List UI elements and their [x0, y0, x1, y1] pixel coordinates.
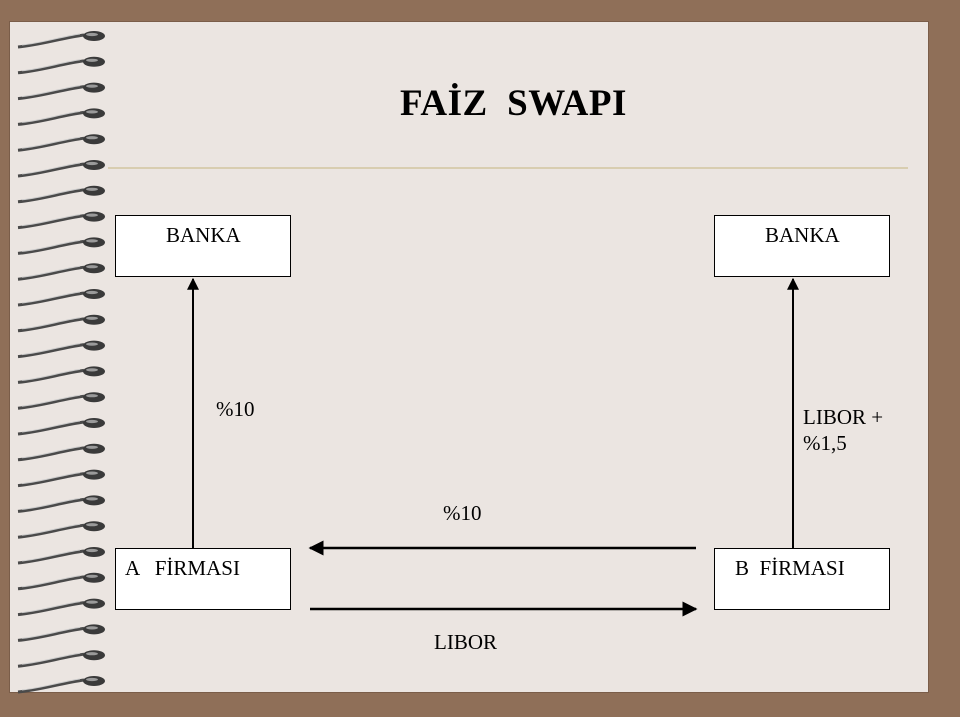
bank-right-label: BANKA — [765, 223, 840, 247]
spiral-ring — [17, 237, 105, 255]
spiral-ring — [17, 185, 105, 204]
spiral-ring — [17, 624, 105, 642]
spiral-ring — [17, 314, 105, 333]
spiral-ring — [17, 572, 105, 591]
spiral-ring — [17, 521, 105, 539]
title-divider — [108, 167, 908, 169]
bank-left-label: BANKA — [166, 223, 241, 247]
spiral-ring — [17, 366, 105, 384]
spiral-ring — [17, 31, 105, 49]
firm-b-label: B FİRMASI — [735, 556, 845, 580]
spiral-ring — [17, 82, 105, 101]
spiral-ring — [17, 263, 105, 281]
spiral-ring — [17, 547, 105, 565]
spiral-ring — [17, 495, 105, 513]
spiral-ring — [17, 650, 105, 668]
label-b-to-bank-line2: %1,5 — [803, 431, 847, 455]
spiral-binding — [17, 31, 105, 694]
bank-right-box: BANKA — [714, 215, 890, 277]
spiral-ring — [17, 598, 105, 617]
firm-a-label: A FİRMASI — [125, 556, 240, 580]
spiral-ring — [17, 56, 105, 75]
firm-a-box: A FİRMASI — [115, 548, 291, 610]
label-b-to-bank-line1: LIBOR + — [803, 405, 884, 429]
spiral-ring — [17, 443, 105, 462]
label-b-to-a: %10 — [443, 501, 482, 525]
firm-b-box: B FİRMASI — [714, 548, 890, 610]
spiral-ring — [17, 108, 105, 126]
spiral-ring — [17, 469, 105, 488]
label-a-to-bank: %10 — [216, 397, 255, 421]
spiral-ring — [17, 289, 105, 307]
spiral-ring — [17, 418, 105, 436]
spiral-ring — [17, 340, 105, 359]
bank-left-box: BANKA — [115, 215, 291, 277]
spiral-ring — [17, 676, 105, 694]
label-a-to-b: LIBOR — [434, 630, 497, 654]
spiral-ring — [17, 134, 105, 152]
spiral-ring — [17, 392, 105, 410]
spiral-ring — [17, 211, 105, 230]
spiral-ring — [17, 160, 105, 178]
slide-title: FAİZ SWAPI — [400, 83, 627, 124]
